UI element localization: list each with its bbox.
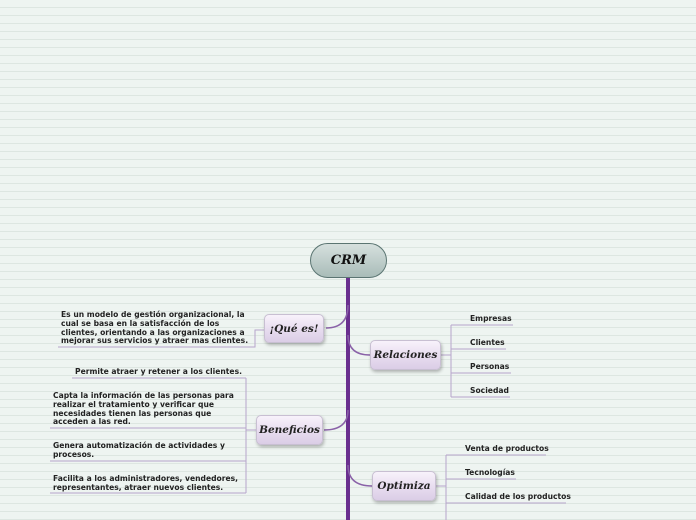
branch-node-relaciones[interactable]: Relaciones (370, 340, 441, 370)
branch-node-que-es[interactable]: ¡Qué es! (264, 314, 324, 343)
connector-optimiza-bracket (436, 455, 447, 520)
leaf-relaciones-empresas[interactable]: Empresas (470, 314, 512, 323)
connector-que-es (325, 304, 349, 329)
leaf-beneficios-2[interactable]: Capta la información de las personas par… (53, 391, 234, 427)
root-node-crm[interactable]: CRM (310, 243, 387, 278)
leaf-que-es-definition[interactable]: Es un modelo de gestión organizacional, … (61, 310, 249, 346)
connector-optimiza (347, 464, 373, 487)
connector-beneficios-bracket (245, 378, 256, 493)
connector-que-es-leaf (58, 329, 264, 348)
connector-beneficios (323, 409, 349, 431)
leaf-beneficios-1[interactable]: Permite atraer y retener a los clientes. (75, 367, 242, 376)
leaf-optimiza-tecnologias[interactable]: Tecnologías (465, 468, 515, 477)
leaf-relaciones-clientes[interactable]: Clientes (470, 338, 505, 347)
branch-node-beneficios[interactable]: Beneficios (256, 415, 323, 445)
leaf-beneficios-4[interactable]: Facilita a los administradores, vendedor… (53, 474, 239, 492)
leaf-relaciones-personas[interactable]: Personas (470, 362, 510, 371)
leaf-optimiza-calidad[interactable]: Calidad de los productos (465, 492, 571, 501)
leaf-beneficios-3[interactable]: Genera automatización de actividades y p… (53, 441, 225, 459)
leaf-relaciones-sociedad[interactable]: Sociedad (470, 386, 509, 395)
connector-relaciones (347, 334, 371, 356)
branch-node-optimiza[interactable]: Optimiza (372, 471, 436, 501)
connector-relaciones-bracket (441, 325, 452, 397)
leaf-optimiza-venta[interactable]: Venta de productos (465, 444, 549, 453)
